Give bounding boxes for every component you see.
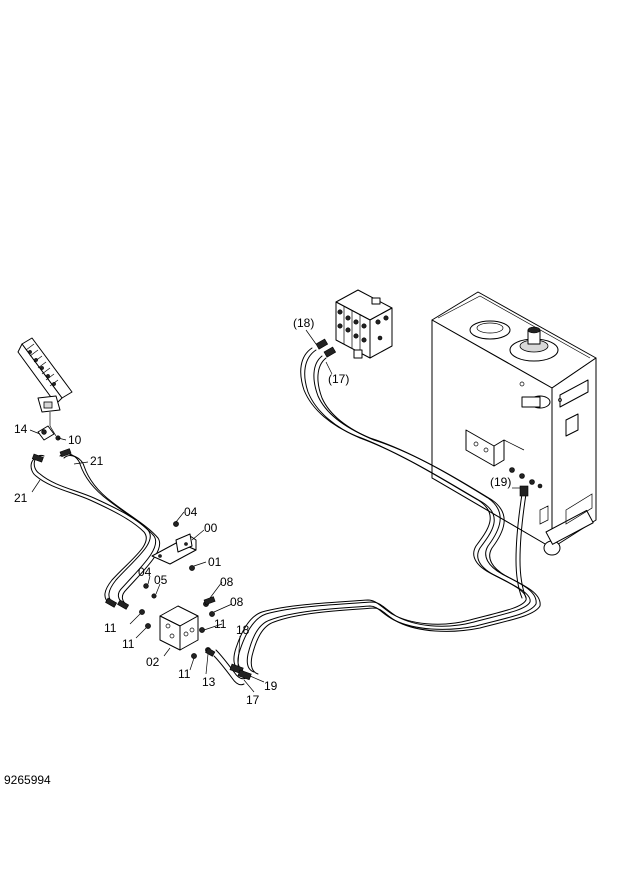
callout-labels: (18) (17) (19) 14 10 21 21 04 00 01 04 0… — [14, 316, 511, 707]
callout-11-left-lower: 11 — [122, 637, 135, 651]
callout-10: 10 — [68, 433, 82, 447]
callout-04-upper: 04 — [184, 505, 198, 519]
bracket — [151, 533, 197, 565]
travel-pedal-valve — [17, 337, 73, 441]
callout-18: 18 — [236, 623, 250, 637]
callout-08-upper: 08 — [220, 575, 234, 589]
callout-17: 17 — [246, 693, 260, 707]
control-valve — [335, 289, 393, 359]
callout-19-parenthesized: (19) — [490, 475, 511, 489]
callout-21-upper: 21 — [90, 454, 104, 468]
callout-13: 13 — [202, 675, 216, 689]
callout-17-parenthesized: (17) — [328, 372, 349, 386]
manifold-block — [159, 605, 199, 651]
callout-14: 14 — [14, 422, 28, 436]
fittings — [139, 521, 216, 659]
callout-19: 19 — [264, 679, 278, 693]
callout-00: 00 — [204, 521, 218, 535]
callout-18-parenthesized: (18) — [293, 316, 314, 330]
callout-02: 02 — [146, 655, 160, 669]
callout-11-left-upper: 11 — [104, 621, 117, 635]
hydraulic-tank — [431, 291, 597, 556]
callout-08-lower: 08 — [230, 595, 244, 609]
callout-01: 01 — [208, 555, 222, 569]
hydraulic-hoses — [30, 338, 541, 686]
callout-04-lower: 04 — [138, 565, 152, 579]
callout-05: 05 — [154, 573, 168, 587]
callout-21-lower: 21 — [14, 491, 28, 505]
callout-11-right: 11 — [214, 617, 227, 631]
leader-lines — [29, 329, 520, 693]
callout-11-bottom: 11 — [178, 667, 191, 681]
figure-code: 9265994 — [4, 773, 51, 787]
